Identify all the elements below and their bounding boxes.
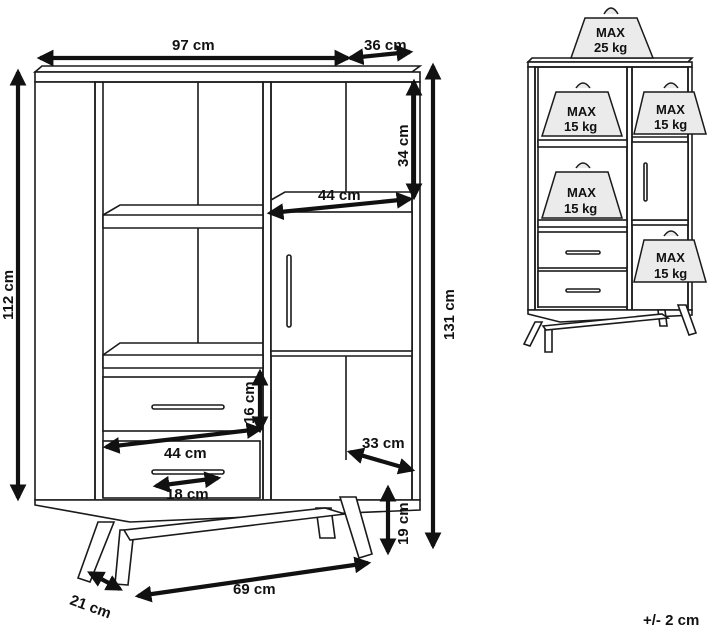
svg-text:MAX: MAX [656, 250, 685, 265]
left-shelf-2 [102, 354, 264, 369]
leg-front-right [338, 496, 373, 559]
leg-span-label: 69 cm [233, 581, 276, 598]
weight-shelf-2: MAX 15 kg [633, 82, 707, 135]
height-total-label: 131 cm [441, 289, 458, 340]
weight-shelf-3: MAX 15 kg [540, 162, 624, 219]
weight-top: MAX 25 kg [569, 7, 655, 59]
svg-text:15 kg: 15 kg [564, 119, 597, 134]
svg-text:15 kg: 15 kg [654, 117, 687, 132]
left-shelf-1 [102, 214, 264, 229]
leg-crossbar [122, 507, 346, 541]
svg-text:25 kg: 25 kg [594, 40, 627, 55]
handle-length-label: 18 cm [166, 486, 209, 503]
svg-text:MAX: MAX [656, 102, 685, 117]
tolerance-note: +/- 2 cm [643, 612, 699, 629]
drawer-top [102, 376, 261, 432]
svg-text:MAX: MAX [596, 25, 625, 40]
leg-depth-label: 21 cm [68, 592, 114, 623]
load-capacity-drawing: MAX 25 kg MAX 15 kg MAX 15 kg MAX 15 kg … [522, 7, 707, 353]
door-handle [286, 254, 292, 328]
drawer-width-label: 44 cm [164, 445, 207, 462]
weight-shelf-4: MAX 15 kg [633, 230, 707, 283]
dimension-lines [9, 44, 442, 603]
door-width-label: 44 cm [318, 187, 361, 204]
depth-label: 36 cm [364, 37, 407, 54]
left-side-panel [34, 81, 96, 501]
weight-shelf-1: MAX 15 kg [540, 82, 624, 137]
height-body-label: 112 cm [0, 270, 17, 320]
svg-text:15 kg: 15 kg [654, 266, 687, 281]
leg-front-left [76, 521, 116, 583]
cabinet-door [270, 211, 413, 352]
compartment-height-label: 34 cm [395, 124, 412, 167]
leg-height-label: 19 cm [395, 502, 412, 545]
width-label: 97 cm [172, 37, 215, 54]
svg-text:MAX: MAX [567, 104, 596, 119]
main-cabinet-drawing [32, 65, 423, 586]
inner-depth-label: 33 cm [362, 435, 405, 452]
svg-text:15 kg: 15 kg [564, 201, 597, 216]
center-divider [262, 81, 272, 501]
drawer-height-label: 16 cm [241, 381, 258, 424]
svg-text:MAX: MAX [567, 185, 596, 200]
top-board [32, 65, 423, 73]
top-board-front [34, 71, 421, 83]
drawer-bottom-handle [151, 469, 225, 475]
dimension-labels: 97 cm 36 cm 112 cm 131 cm 34 cm 44 cm 16… [0, 37, 458, 622]
drawer-top-handle [151, 404, 225, 410]
